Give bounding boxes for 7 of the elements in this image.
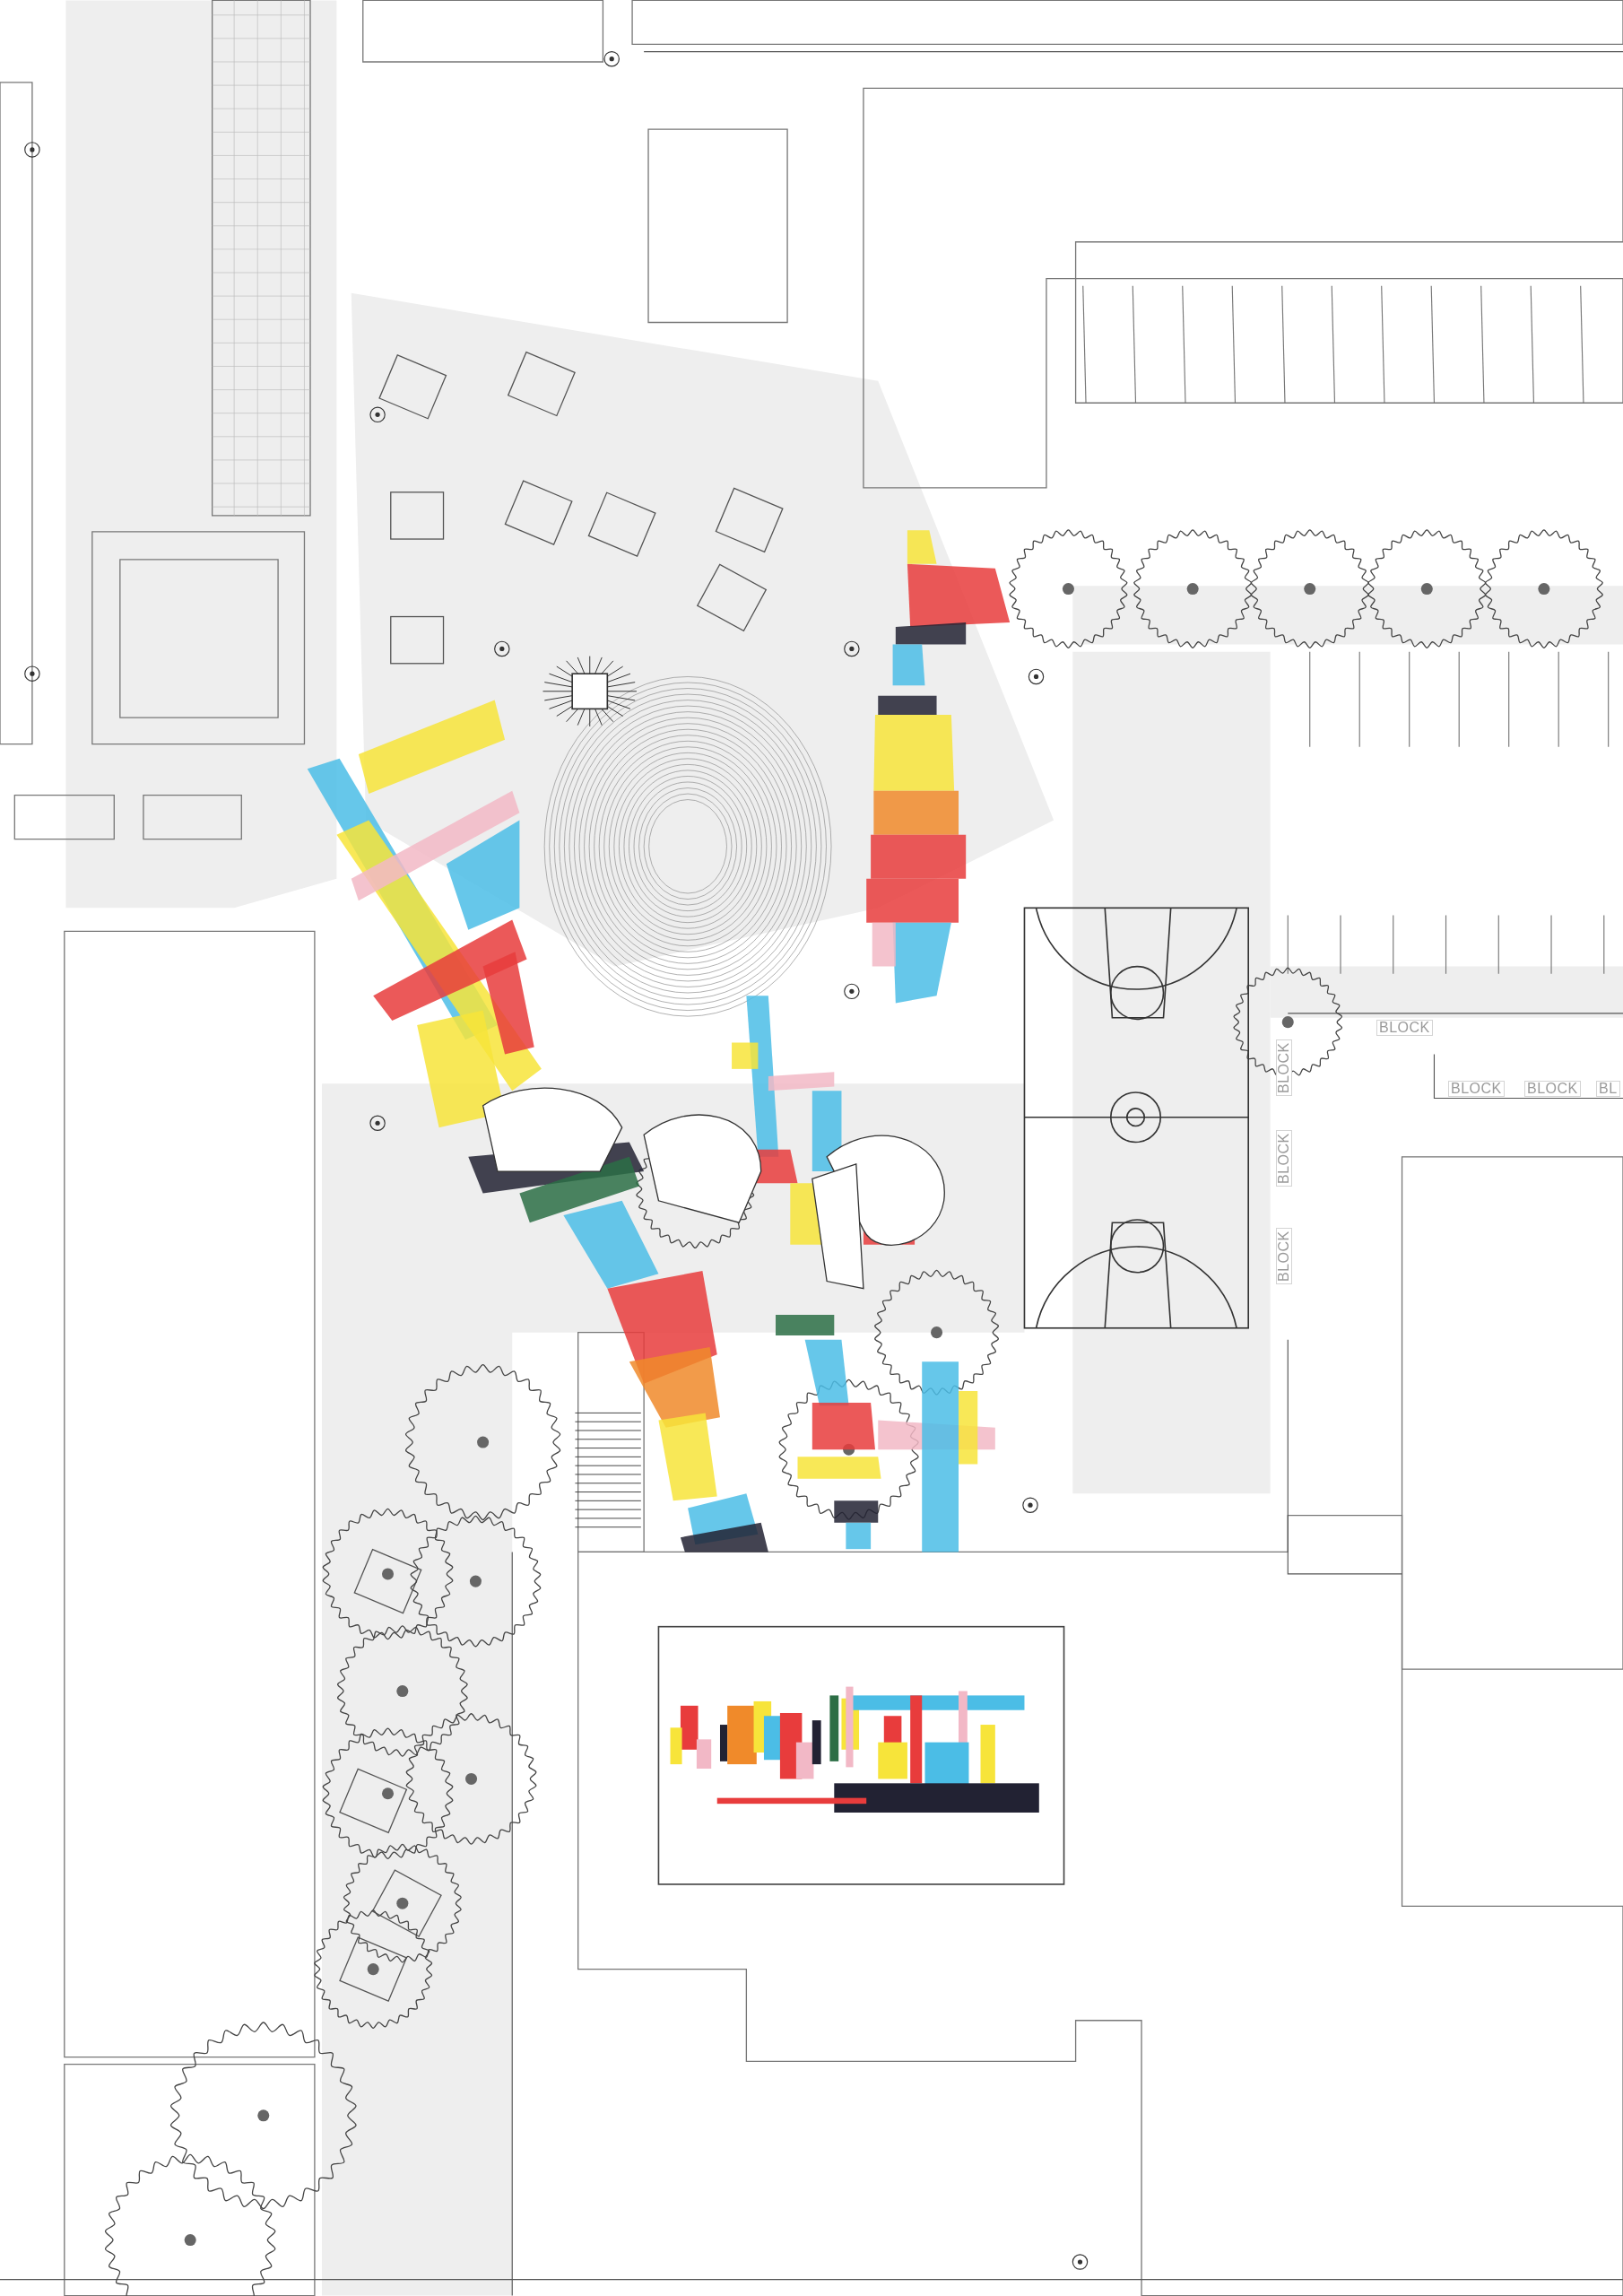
block-label: BLOCK xyxy=(1276,1130,1292,1187)
block-label: BL xyxy=(1596,1081,1620,1097)
block-label: BLOCK xyxy=(1376,1020,1433,1036)
block-label: BLOCK xyxy=(1524,1081,1581,1097)
block-label: BLOCK xyxy=(1448,1081,1505,1097)
block-label: BLOCK xyxy=(1276,1228,1292,1284)
block-label: BLOCK xyxy=(1276,1039,1292,1096)
